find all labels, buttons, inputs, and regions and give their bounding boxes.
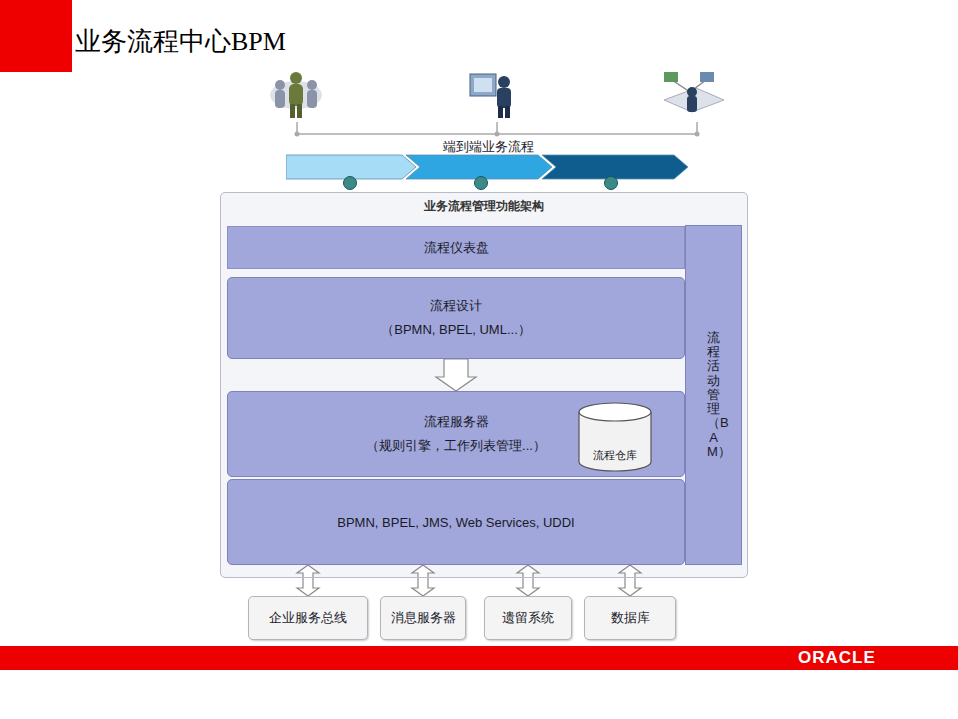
title-red-square xyxy=(0,0,72,72)
chevron-wheel xyxy=(475,177,488,190)
cylinder-top xyxy=(579,403,651,421)
architecture-container: 业务流程管理功能架构流程仪表盘流程设计（BPMN, BPEL, UML...）流… xyxy=(220,192,748,578)
external-system-box: 遗留系统 xyxy=(484,596,572,640)
chevron-wheel xyxy=(605,177,618,190)
node-heading: 流程仓库 xyxy=(593,448,637,463)
people-icon xyxy=(270,72,322,118)
node-heading: 流程活动管理（BAM） xyxy=(707,331,720,460)
dashboard-band: 流程仪表盘 xyxy=(227,226,685,269)
node-heading: 流程设计 xyxy=(430,297,482,315)
protocol-box: BPMN, BPEL, JMS, Web Services, UDDI xyxy=(227,479,685,565)
double-block-arrow xyxy=(412,565,434,596)
double-block-arrow xyxy=(517,565,539,596)
node-heading: BPMN, BPEL, JMS, Web Services, UDDI xyxy=(337,515,574,530)
chevron-segment xyxy=(542,155,688,179)
chevron-wheel xyxy=(344,177,357,190)
chevron-segment xyxy=(406,155,552,179)
node-subtext: （规则引擎，工作列表管理...） xyxy=(366,437,546,455)
node-heading: 企业服务总线 xyxy=(269,609,347,627)
external-system-box: 数据库 xyxy=(584,596,676,640)
external-system-box: 企业服务总线 xyxy=(248,596,368,640)
cylinder-shape xyxy=(578,402,652,472)
double-block-arrow xyxy=(297,565,319,596)
node-heading: 消息服务器 xyxy=(391,609,456,627)
node-heading: 数据库 xyxy=(611,609,650,627)
container-fill xyxy=(220,192,748,578)
server-box: 流程服务器 （规则引擎，工作列表管理...） 流程仓库 xyxy=(227,391,685,477)
repository-cylinder: 流程仓库 xyxy=(578,402,652,472)
node-heading: 业务流程管理功能架构 xyxy=(424,198,544,215)
design-box: 流程设计 （BPMN, BPEL, UML...） xyxy=(227,277,685,359)
double-block-arrow xyxy=(619,565,641,596)
footer-red-bar xyxy=(0,646,958,670)
process-chevron-band: 端到端业务流程 xyxy=(286,138,690,190)
page-title: 业务流程中心BPM xyxy=(75,24,286,59)
network-icon xyxy=(664,72,724,112)
chevron-segment xyxy=(286,155,416,179)
external-system-box: 消息服务器 xyxy=(380,596,466,640)
node-subtext: （BPMN, BPEL, UML...） xyxy=(381,321,531,339)
person-screen-icon xyxy=(470,74,511,118)
node-heading: 遗留系统 xyxy=(502,609,554,627)
node-heading: 流程服务器 xyxy=(424,413,489,431)
block-arrow xyxy=(436,359,476,391)
logo-text: ORACLE xyxy=(798,648,876,668)
node-heading: 端到端业务流程 xyxy=(443,138,534,156)
line-dots xyxy=(295,132,700,137)
bam-band: 流程活动管理（BAM） xyxy=(685,225,742,565)
node-heading: 流程仪表盘 xyxy=(424,239,489,257)
